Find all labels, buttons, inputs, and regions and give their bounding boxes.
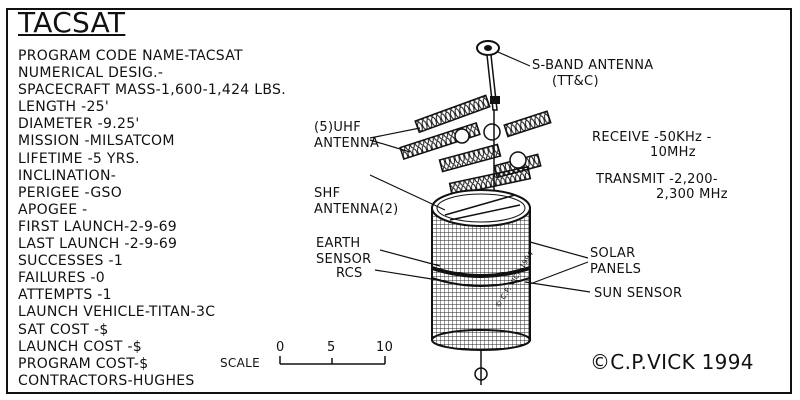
- spec-line: LIFETIME -5 YRS.: [18, 150, 140, 167]
- spec-line: SUCCESSES -1: [18, 253, 124, 270]
- label-line: EARTH: [316, 236, 361, 251]
- spec-line: SPACECRAFT MASS-1,600-1,424 LBS.: [18, 82, 286, 99]
- spec-line: FAILURES -0: [18, 270, 105, 287]
- label-line: SOLAR: [590, 246, 636, 261]
- spec-line: PROGRAM CODE NAME-TACSAT: [18, 48, 243, 64]
- spec-line: ATTEMPTS -1: [18, 287, 112, 304]
- label-shf-antenna: SHF ANTENNA(2): [314, 186, 399, 218]
- s-band-antenna: [476, 40, 500, 111]
- spec-line: APOGEE -: [18, 201, 88, 218]
- label-earth-sensor: EARTH SENSOR: [316, 236, 372, 268]
- spec-list: PROGRAM CODE NAME-TACSAT NUMERICAL DESIG…: [18, 48, 286, 390]
- label-line: SENSOR: [316, 252, 372, 267]
- drawing-frame: [6, 8, 792, 394]
- spec-line: MISSION -MILSATCOM: [18, 133, 175, 150]
- label-line: 10MHz: [650, 145, 696, 160]
- copyright-notice: ©C.P.VICK 1994: [590, 350, 754, 374]
- spec-line: LAUNCH COST -$: [18, 338, 143, 355]
- spec-line: NUMERICAL DESIG.-: [18, 65, 164, 82]
- label-line: S-BAND ANTENNA: [532, 58, 654, 73]
- scale-label: SCALE: [220, 356, 260, 370]
- spec-line: FIRST LAUNCH-2-9-69: [18, 218, 178, 235]
- label-line: TRANSMIT -2,200-: [596, 172, 718, 187]
- transmit-spec: TRANSMIT -2,200- 2,300 MHz: [596, 172, 728, 202]
- scale-tick-10: 10: [376, 340, 394, 355]
- spec-line: INCLINATION-: [18, 167, 117, 184]
- label-solar-panels: SOLAR PANELS: [590, 246, 641, 278]
- receive-spec: RECEIVE -50KHz - 10MHz: [592, 130, 712, 160]
- label-line: ANTENNA: [314, 136, 380, 151]
- spec-line: SAT COST -$: [18, 321, 109, 338]
- label-line: RECEIVE -50KHz -: [592, 130, 712, 145]
- spec-line: DIAMETER -9.25': [18, 116, 140, 133]
- label-uhf-antenna: (5)UHF ANTENNA: [314, 120, 379, 152]
- label-line: PANELS: [590, 262, 642, 277]
- scale-tick-5: 5: [327, 340, 336, 355]
- label-line: SHF: [314, 186, 341, 201]
- label-line: (TT&C): [552, 74, 599, 89]
- scale-tick-0: 0: [276, 340, 285, 355]
- label-sun-sensor: SUN SENSOR: [594, 286, 683, 301]
- page-title: TACSAT: [18, 6, 126, 39]
- spec-line: CONTRACTORS-HUGHES: [18, 372, 195, 389]
- spec-line: PERIGEE -GSO: [18, 184, 123, 201]
- spec-line: LAUNCH VEHICLE-TITAN-3C: [18, 304, 216, 321]
- scale-bar: [279, 356, 386, 365]
- label-s-band-antenna: S-BAND ANTENNA (TT&C): [532, 58, 653, 90]
- leader-lines: [369, 51, 591, 293]
- label-line: (5)UHF: [314, 120, 361, 135]
- spec-line: PROGRAM COST-$: [18, 355, 149, 372]
- label-line: 2,300 MHz: [656, 187, 728, 202]
- label-rcs: RCS: [336, 266, 363, 281]
- spec-line: LENGTH -25': [18, 99, 110, 116]
- spacecraft-body: [431, 189, 531, 385]
- spec-line: LAST LAUNCH -2-9-69: [18, 236, 178, 253]
- uhf-antennas: [399, 94, 552, 200]
- label-line: ANTENNA(2): [314, 202, 399, 217]
